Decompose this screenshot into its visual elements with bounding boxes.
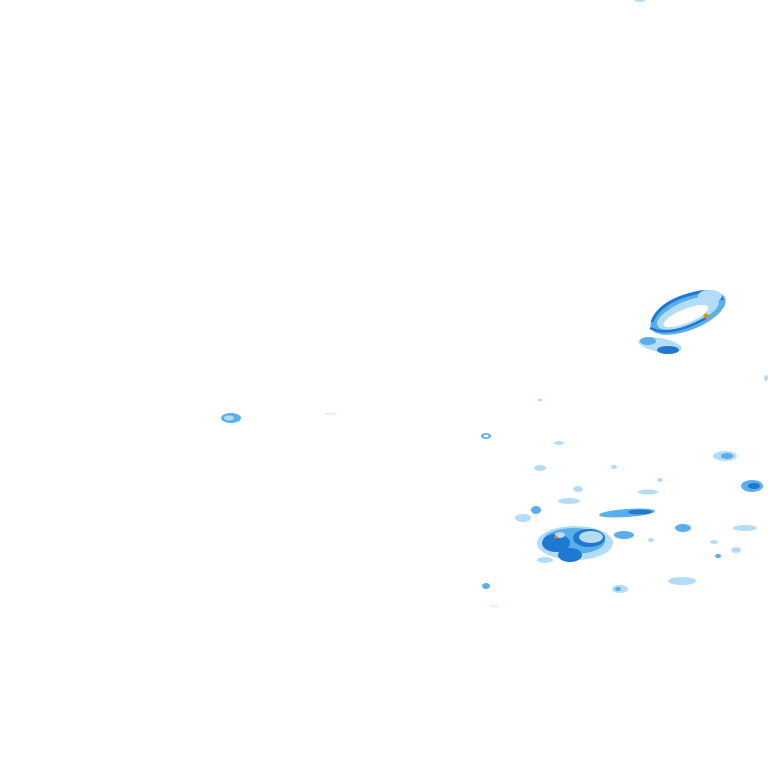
precipitation-cell-south-cluster xyxy=(537,526,634,563)
precipitation-cell-top-edge xyxy=(634,0,646,2)
precipitation-cell-northeast xyxy=(638,290,726,354)
scattered-light-echoes xyxy=(481,375,768,608)
hail-marker xyxy=(703,313,709,319)
hail-marker xyxy=(554,535,558,539)
precipitation-cell-west xyxy=(221,412,336,423)
